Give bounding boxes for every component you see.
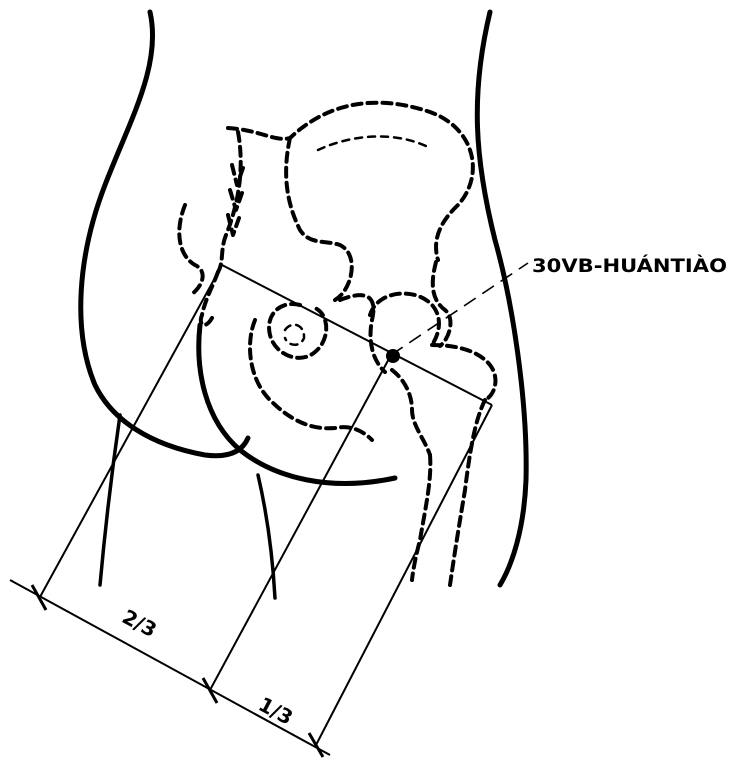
femur-medial <box>412 455 430 580</box>
iliac-crest <box>228 103 473 260</box>
left-body-contour <box>81 12 248 456</box>
obturator-inner <box>285 325 304 345</box>
inner-iliac-line <box>318 136 430 150</box>
guide-middle-line <box>210 355 391 690</box>
point-label: 30VB-HUÁNTIÀO <box>532 254 727 277</box>
sacrum-left <box>179 205 202 295</box>
guide-top-line <box>222 265 492 405</box>
femoral-neck <box>392 370 430 455</box>
left-thigh-inner <box>258 475 275 598</box>
left-thigh-outer <box>100 415 120 585</box>
obturator-ring <box>269 304 326 358</box>
fraction-one-third: 1/3 <box>255 692 297 730</box>
ilium-inner <box>286 138 352 300</box>
guide-right-line <box>316 405 492 745</box>
greater-trochanter <box>432 345 495 400</box>
acetabulum <box>340 295 385 372</box>
fraction-two-thirds: 2/3 <box>118 604 160 642</box>
guide-base-line <box>10 580 330 755</box>
acupoint-marker <box>386 349 400 363</box>
right-body-contour <box>477 12 526 585</box>
label-leader-line <box>391 263 528 355</box>
left-buttock-curve <box>199 325 395 483</box>
guide-left-line <box>40 265 222 597</box>
femoral-head <box>370 294 439 345</box>
